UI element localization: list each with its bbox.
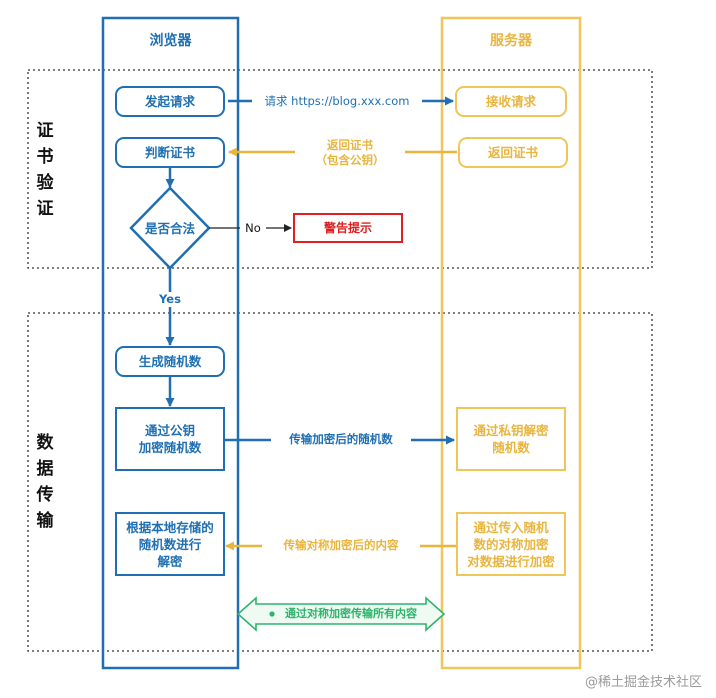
decrypt-private-node: 通过私钥解密 随机数 <box>456 407 566 471</box>
gen-random-node: 生成随机数 <box>115 346 225 377</box>
send-sym-label: 传输对称加密后的内容 <box>262 538 420 553</box>
browser-lane <box>101 16 240 670</box>
section-data-label: 数据传输 <box>36 433 54 531</box>
green-dot-icon <box>269 611 275 617</box>
encrypt-random-node: 通过公钥 加密随机数 <box>115 407 225 471</box>
browser-lane-title: 浏览器 <box>149 33 192 49</box>
sym-all-label: 通过对称加密传输所有内容 <box>285 607 417 620</box>
section-cert-box <box>27 69 653 269</box>
warning-node: 警告提示 <box>293 213 403 243</box>
send-encrypted-label: 传输加密后的随机数 <box>271 432 411 447</box>
yes-label: Yes <box>150 292 190 307</box>
sym-transfer-double-arrow <box>236 596 446 632</box>
judge-cert-node: 判断证书 <box>115 137 225 168</box>
server-lane-title: 服务器 <box>490 33 532 49</box>
decrypt-node: 根据本地存储的 随机数进行 解密 <box>115 512 225 576</box>
watermark: @稀土掘金技术社区 <box>584 675 702 690</box>
return-cert-node: 返回证书 <box>458 137 568 168</box>
section-data-box <box>27 312 653 652</box>
sym-encrypt-node: 通过传入随机 数的对称加密 对数据进行加密 <box>456 512 566 576</box>
receive-request-node: 接收请求 <box>455 86 567 117</box>
is-valid-label: 是否合法 <box>144 220 195 236</box>
return-cert-label: 返回证书 （包含公钥） <box>295 138 405 168</box>
server-lane <box>440 16 582 670</box>
send-request-node: 发起请求 <box>115 86 225 117</box>
no-label: No <box>240 221 266 236</box>
request-url-label: 请求 https://blog.xxx.com <box>252 94 422 109</box>
section-cert-label: 证书验证 <box>36 121 54 219</box>
